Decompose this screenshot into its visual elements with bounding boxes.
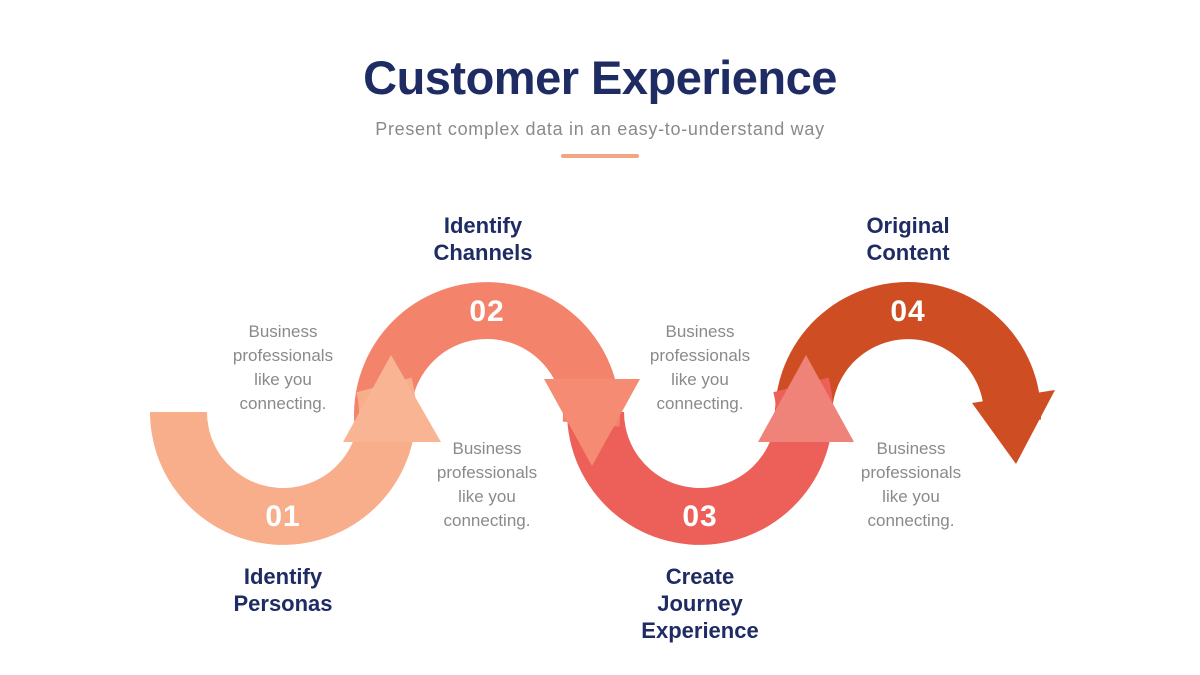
step-02-label: Identify Channels [433,213,533,265]
up-arrow-connector-3-icon [758,355,854,442]
step-04-number: 04 [890,295,926,328]
step-03-label: Create Journey Experience [641,564,759,643]
page-subtitle: Present complex data in an easy-to-under… [375,119,825,139]
step-03-description: Business professionals like you connecti… [649,322,751,413]
step-04-description: Business professionals like you connecti… [860,439,962,530]
step-02-description: Business professionals like you connecti… [436,439,538,530]
final-down-arrow-icon [972,390,1055,464]
step-01-number: 01 [265,500,301,533]
step-02-arc [353,282,620,450]
step-01-label: Identify Personas [233,564,333,616]
step-01-description: Business professionals like you connecti… [232,322,334,413]
step-03-number: 03 [682,500,718,533]
step-04-label: Original Content [866,213,950,265]
step-01-arc [150,377,416,545]
up-arrow-connector-1-icon [343,355,441,442]
step-03-arc [567,377,833,545]
title-underline-divider [561,154,639,158]
page-title: Customer Experience [363,51,837,104]
step-04-arc [774,282,1041,450]
step-02-number: 02 [469,295,505,328]
down-arrow-connector-2-icon [544,379,640,466]
